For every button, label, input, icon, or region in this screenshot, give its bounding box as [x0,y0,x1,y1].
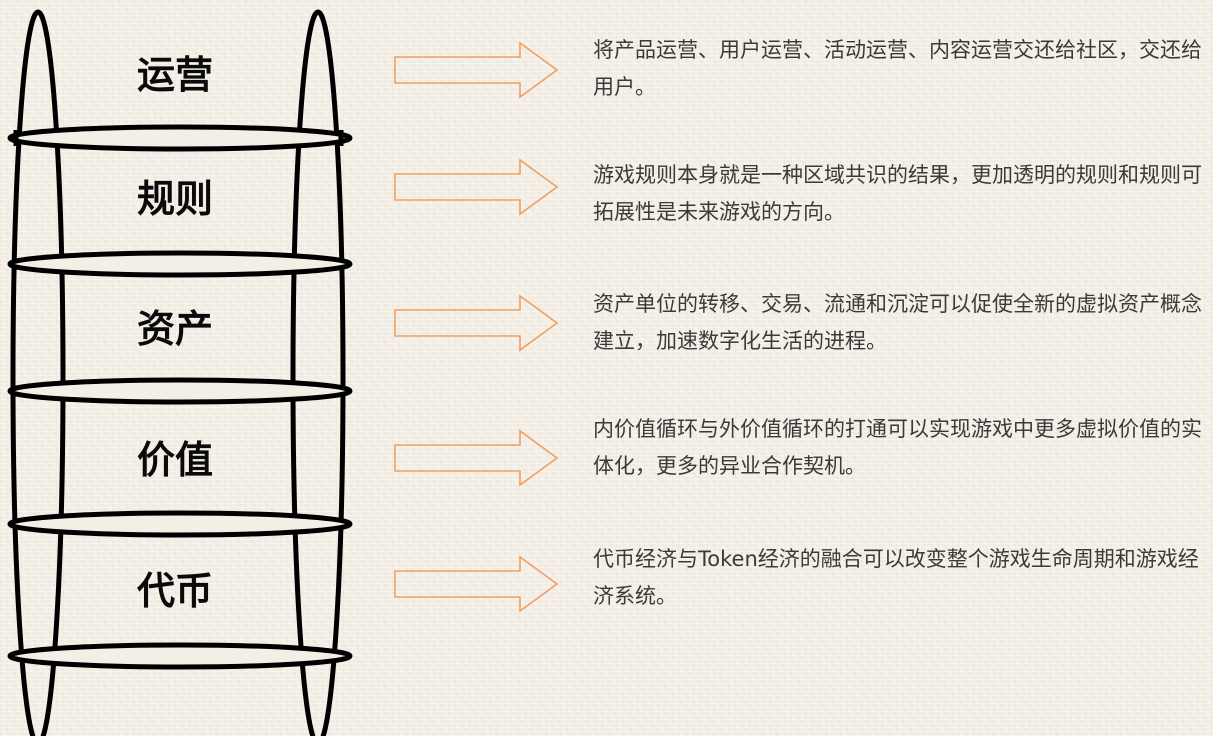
step-label-rules: 规则 [136,177,213,221]
ladder-rung [7,124,353,152]
step-label-token: 代币 [136,569,213,613]
step-label-value: 价值 [136,438,213,482]
ladder-graphic [7,9,353,736]
step-description-token: 代币经济与Token经济的融合可以改变整个游戏生命周期和游戏经济系统。 [593,547,1199,608]
step-description-operations: 将产品运营、用户运营、活动运营、内容运营交还给社区，交还给用户。 [593,38,1202,99]
step-description-assets: 资产单位的转移、交易、流通和沉淀可以促使全新的虚拟资产概念建立，加速数字化生活的… [593,292,1202,353]
step-description-rules: 游戏规则本身就是一种区域共识的结果，更加透明的规则和规则可拓展性是未来游戏的方向… [593,163,1202,224]
ladder-rung [7,642,353,670]
step-label-assets: 资产 [136,307,213,351]
ladder-right-rail [290,9,346,736]
right-arrow-icon [394,294,559,352]
ladder-rung [7,377,353,405]
step-description-value: 内价值循环与外价值循环的打通可以实现游戏中更多虚拟价值的实体化，更多的异业合作契… [593,417,1202,478]
ladder-left-rail [10,9,66,736]
right-arrow-icon [394,158,559,216]
ladder-rung [7,250,353,278]
ladder-rung [7,510,353,538]
right-arrow-icon [394,41,559,99]
right-arrow-icon [394,429,559,487]
step-label-operations: 运营 [136,53,213,97]
right-arrow-icon [394,555,559,613]
